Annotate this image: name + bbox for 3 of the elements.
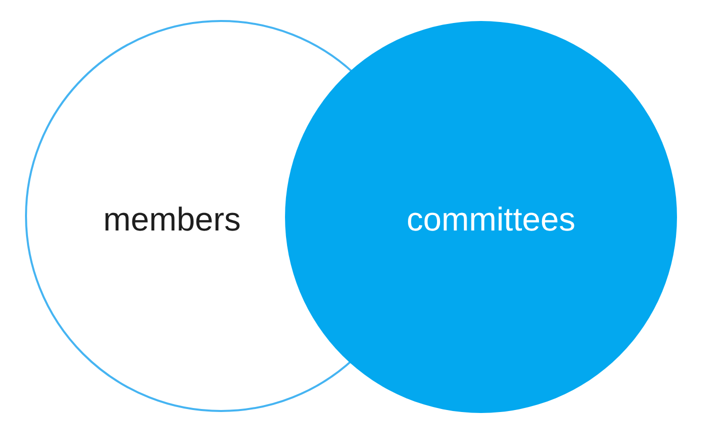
- set-label: members: [103, 202, 241, 236]
- set-label: committees: [406, 202, 576, 236]
- venn-circle: [285, 21, 677, 413]
